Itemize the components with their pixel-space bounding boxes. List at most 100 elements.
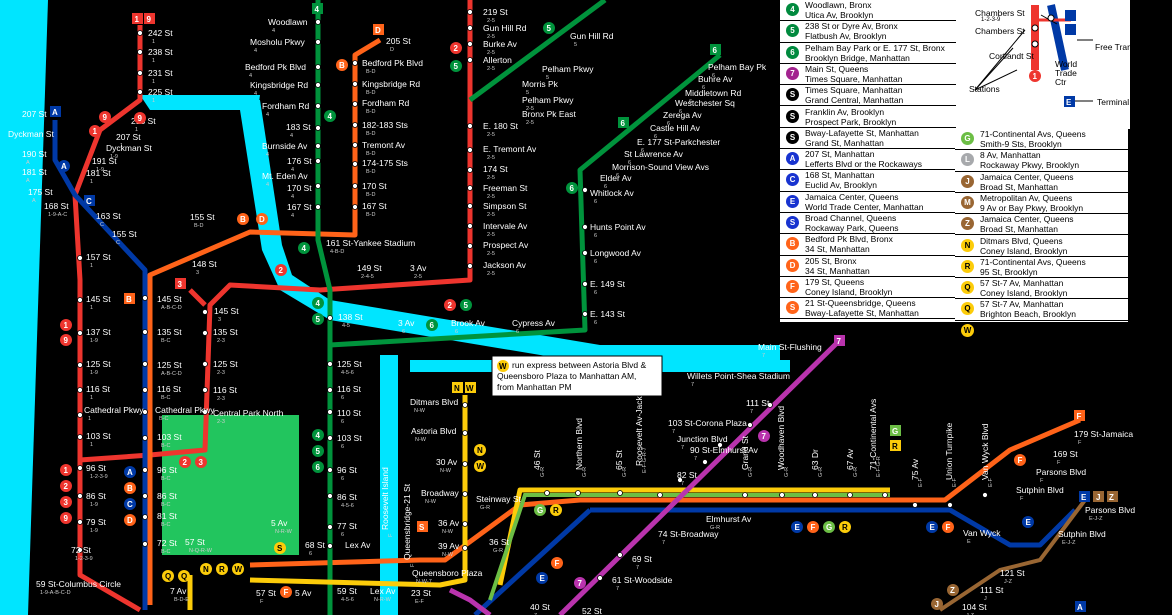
station-label-174st-d: 174-175 Sts: [362, 158, 408, 168]
station-label-36av: 36 Av: [438, 518, 460, 528]
station-routes-111st: 7: [750, 409, 753, 415]
svg-text:R: R: [553, 506, 559, 515]
station-label-vanwyck: Van Wyck: [963, 528, 1001, 538]
station-routes-67av: G-R: [853, 467, 859, 477]
inset-free-transfers: Free Transfers: [1095, 42, 1151, 52]
svg-text:N: N: [477, 446, 483, 455]
station-routes-148st: 3: [196, 270, 199, 276]
station-label-steinway: Steinway St: [476, 494, 522, 504]
station-label-163st: 163 St: [96, 211, 121, 221]
svg-text:2: 2: [454, 44, 459, 53]
station-label-40st: 40 St: [530, 602, 550, 612]
station-routes-121st: J-Z: [1004, 579, 1013, 585]
station-label-116st-b: 116 St: [157, 384, 182, 394]
station-label-63dr: 63 Dr: [810, 449, 820, 470]
svg-text:D: D: [259, 215, 265, 224]
station-label-167st-4: 167 St: [287, 202, 312, 212]
svg-text:E: E: [795, 523, 801, 532]
svg-text:D: D: [375, 26, 381, 35]
station-label-e149: E. 149 St: [590, 279, 626, 289]
legend-terminal-2: Grand St, Manhattan: [805, 137, 884, 148]
station-label-mainst: Main St-Flushing: [758, 342, 822, 352]
svg-text:9: 9: [64, 336, 69, 345]
svg-text:J: J: [1096, 493, 1100, 502]
station-routes-81st: B-C: [161, 522, 171, 528]
station-label-36st: 36 St: [489, 537, 509, 547]
station-routes-135st-b: B-C: [161, 338, 171, 344]
station-routes-roosevelt: E-F-G-R-7: [642, 447, 648, 473]
central-park: [162, 415, 299, 555]
station-label-bronxpk: Bronx Pk East: [522, 109, 576, 119]
station-routes-125st-1: 1-9: [90, 370, 98, 376]
station-routes-96st-1: 1-2-3-9: [90, 474, 108, 480]
station-routes-bronxpk: 2-5: [526, 120, 534, 126]
station-label-pelhampkwy-5: Pelham Pkwy: [542, 64, 594, 74]
route-badge-icon: J: [961, 174, 974, 188]
svg-text:W: W: [466, 384, 474, 393]
station-label-3av-2: 3 Av: [410, 263, 427, 273]
station-routes-167st-d: B-D: [366, 212, 376, 218]
station-routes-whitlock: 6: [594, 199, 597, 205]
svg-text:F: F: [1018, 456, 1023, 465]
svg-text:Z: Z: [950, 586, 955, 595]
note-badge: W: [499, 362, 507, 371]
station-label-181st-a: 181 St: [22, 167, 47, 177]
station-routes-longwood: 6: [594, 259, 597, 265]
station-label-71cont: 71-Continental Avs: [868, 399, 878, 470]
station-label-stlawrence: St Lawrence Av: [624, 149, 684, 159]
legend-terminal-1: 205 St, Bronx: [805, 255, 857, 266]
station-routes-167st-4: 4: [291, 213, 294, 219]
station-label-ditmars: Ditmars Blvd: [410, 397, 458, 407]
legend-terminal-1: Jamaica Center, Queens: [980, 214, 1074, 225]
legend-terminal-2: Coney Island, Brooklyn: [980, 330, 1068, 341]
station-label-103st-1: 103 St: [86, 431, 111, 441]
route-badge-icon: 6: [786, 45, 799, 59]
legend-terminal-1: 21 St-Queensbridge, Queens: [805, 298, 916, 309]
route-badge-icon: C: [786, 173, 799, 187]
station-label-vanwyckblvd: Van Wyck Blvd: [980, 423, 990, 480]
station-label-kingsbridge-4: Kingsbridge Rd: [250, 80, 308, 90]
station-label-astoria: Astoria Blvd: [411, 426, 457, 436]
legend-terminal-1: 207 St, Manhattan: [805, 149, 875, 160]
svg-text:6: 6: [316, 463, 321, 472]
station-routes-gunhill-2: 2-5: [487, 34, 495, 40]
station-label-59st-columbus: 59 St-Columbus Circle: [36, 579, 121, 589]
station-routes-fordham-4: 4: [266, 112, 269, 118]
station-routes-116st-6: 6: [341, 395, 344, 401]
svg-text:7: 7: [762, 432, 767, 441]
inset-stations: Stations: [969, 84, 1000, 94]
legend-terminal-1: Jamaica Center, Queens: [980, 171, 1074, 182]
station-routes-morrison: 6: [616, 173, 619, 179]
station-label-116st-1: 116 St: [86, 384, 111, 394]
svg-text:Z: Z: [1109, 493, 1114, 502]
svg-text:7: 7: [837, 337, 842, 346]
station-label-kingsbridge-d: Kingsbridge Rd: [362, 79, 420, 89]
station-label-39av: 39 Av: [438, 541, 460, 551]
station-label-cpn: Central Park North: [213, 408, 284, 418]
station-label-morrispk: Morris Pk: [522, 79, 559, 89]
legend-terminal-2: Coney Island, Brooklyn: [980, 288, 1068, 299]
legend-terminal-2: Euclid Av, Brooklyn: [805, 180, 877, 191]
station-label-tremont-2: E. Tremont Av: [483, 144, 537, 154]
station-routes-163st: C: [100, 222, 104, 228]
station-label-morrison: Morrison-Sound View Avs: [612, 162, 709, 172]
station-routes-125st-2: 2-3: [217, 370, 225, 376]
legend-terminal-2: 34 St, Manhattan: [805, 244, 870, 255]
svg-text:R: R: [842, 523, 848, 532]
station-label-fordham-d: Fordham Rd: [362, 98, 410, 108]
station-routes-huntspoint: 6: [594, 233, 597, 239]
station-label-116st-6: 116 St: [337, 384, 362, 394]
station-label-parkchester: E. 177 St-Parkchester: [637, 137, 720, 147]
route-badge-icon: S: [786, 130, 799, 144]
station-label-bedfordpk-d: Bedford Pk Blvd: [362, 58, 423, 68]
svg-text:9: 9: [64, 514, 69, 523]
svg-text:5: 5: [464, 301, 469, 310]
station-label-woodhaven: Woodhaven Blvd: [776, 406, 786, 470]
station-routes-36st: G-R: [493, 548, 503, 554]
station-routes-5av-e: N-R-W: [275, 529, 293, 535]
station-routes-145st-1: 1: [90, 305, 93, 311]
